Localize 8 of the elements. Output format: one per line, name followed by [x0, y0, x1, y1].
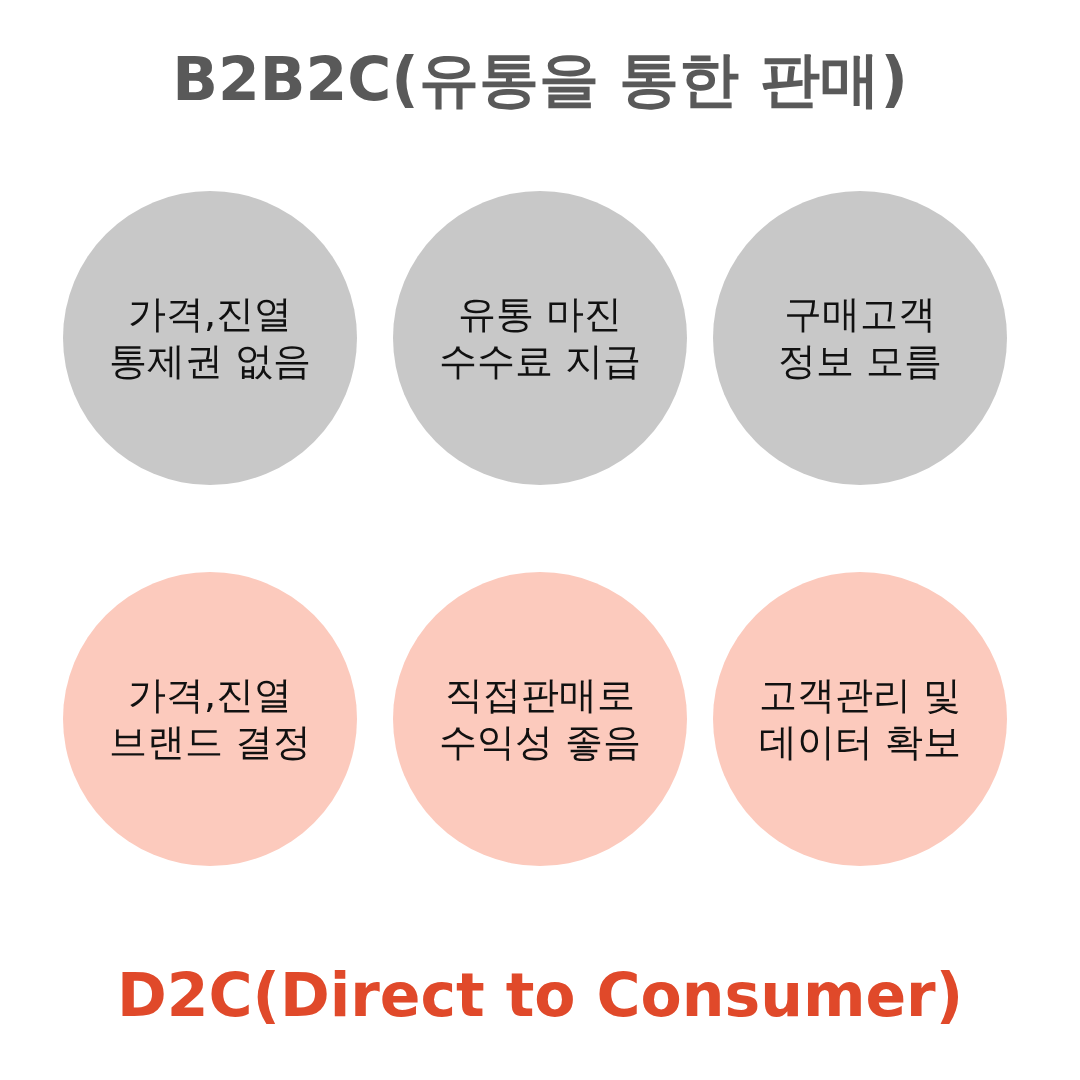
node-text: 유통 마진 수수료 지급 [437, 290, 643, 385]
node-text: 고객관리 및 데이터 확보 [757, 671, 963, 766]
node-text: 가격,진열 브랜드 결정 [107, 671, 313, 766]
node-text: 직접판매로 수익성 좋음 [437, 671, 643, 766]
title: B2B2C(유통을 통한 판매) [171, 43, 909, 116]
node-text: 가격,진열 통제권 없음 [107, 290, 313, 385]
heading-label: D2C(Direct to Consumer) [115, 960, 965, 1030]
node-text: 구매고객 정보 모름 [776, 290, 944, 385]
